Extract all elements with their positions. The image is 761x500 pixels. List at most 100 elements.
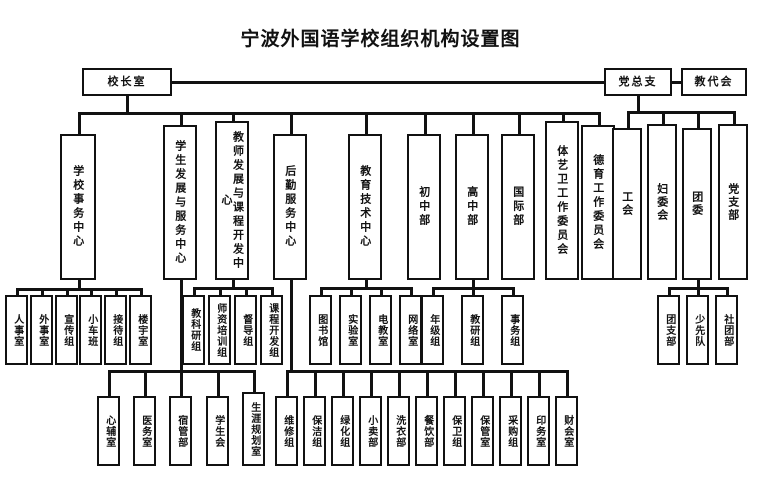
stub-dep-3: [512, 287, 515, 296]
node-party-union[interactable]: 工会: [612, 128, 642, 280]
node-teachers-congress[interactable]: 教代会: [681, 68, 747, 96]
node-shop-department[interactable]: 小卖部: [359, 396, 382, 466]
stub-sa-5: [115, 288, 118, 296]
stub-sa-2: [41, 288, 44, 296]
stub-et-3: [380, 287, 383, 296]
node-subject-research-group[interactable]: 教研组: [461, 295, 484, 365]
node-landscaping-group[interactable]: 绿化组: [331, 396, 354, 466]
stub-td-1: [193, 287, 196, 296]
drop-logistics: [290, 280, 293, 372]
node-printing-room[interactable]: 印务室: [527, 396, 550, 466]
stub-center-3: [232, 112, 235, 121]
node-medical-room[interactable]: 医务室: [133, 396, 156, 466]
drop-youth-league: [697, 280, 700, 289]
node-party-branch[interactable]: 党支部: [718, 124, 748, 280]
bus-teacher-dev: [193, 287, 271, 290]
page-title: 宁波外国语学校组织机构设置图: [240, 28, 521, 50]
node-laboratory[interactable]: 实验室: [339, 295, 362, 365]
stub-center-10: [598, 112, 601, 125]
stub-td-3: [245, 287, 248, 296]
stub-center-5: [365, 112, 368, 134]
drop-principal: [126, 95, 129, 113]
node-party-youth-league[interactable]: 团委: [682, 128, 712, 280]
node-party-committee[interactable]: 党总支: [604, 68, 672, 96]
node-reception-group[interactable]: 接待组: [104, 295, 127, 365]
node-storage-room[interactable]: 保管室: [471, 396, 494, 466]
node-av-room[interactable]: 电教室: [369, 295, 392, 365]
bus-party-children: [627, 111, 733, 114]
node-center-teacher-development[interactable]: 教师发展与课程开发中心: [215, 121, 249, 280]
node-hr-office[interactable]: 人事室: [5, 295, 28, 365]
node-procurement-group[interactable]: 采购组: [499, 396, 522, 466]
drop-school-affairs: [78, 280, 81, 290]
bus-edu-tech: [320, 287, 410, 290]
node-affairs-group[interactable]: 事务组: [501, 295, 524, 365]
node-dept-senior-high[interactable]: 高中部: [455, 134, 489, 280]
node-research-group[interactable]: 教科研组: [182, 295, 205, 365]
stub-party-2: [662, 111, 665, 124]
node-committee-sports-arts-health[interactable]: 体艺卫工作委员会: [545, 121, 579, 280]
node-principal-office[interactable]: 校长室: [82, 68, 172, 96]
drop-student-dev: [180, 280, 183, 372]
node-supervision-group[interactable]: 督导组: [234, 295, 257, 365]
node-finance-room[interactable]: 财会室: [555, 396, 578, 466]
stub-center-2: [180, 112, 183, 125]
node-network-room[interactable]: 网络室: [399, 295, 422, 365]
stub-sa-4: [90, 288, 93, 296]
stub-center-1: [78, 112, 81, 134]
stub-sd-4: [217, 370, 220, 397]
node-grade-group[interactable]: 年级组: [421, 295, 444, 365]
stub-lg-1: [286, 370, 289, 397]
stub-et-4: [410, 287, 413, 296]
node-student-union[interactable]: 学生会: [206, 396, 229, 466]
stub-sd-3: [180, 370, 183, 397]
drop-edu-tech: [365, 280, 368, 289]
node-building-office[interactable]: 楼宇室: [129, 295, 152, 365]
stub-et-1: [320, 287, 323, 296]
node-dorm-department[interactable]: 宿管部: [169, 396, 192, 466]
stub-td-2: [219, 287, 222, 296]
node-center-logistics[interactable]: 后勤服务中心: [273, 134, 307, 280]
stub-dep-1: [432, 287, 435, 296]
node-maintenance-group[interactable]: 维修组: [275, 396, 298, 466]
node-vehicle-team[interactable]: 小车班: [79, 295, 102, 365]
node-career-planning-room[interactable]: 生涯规划室: [242, 392, 265, 466]
node-club-department[interactable]: 社团部: [715, 295, 738, 365]
node-center-student-development[interactable]: 学生发展与服务中心: [163, 125, 197, 280]
stub-td-4: [271, 287, 274, 296]
bus-centers: [78, 112, 598, 115]
node-teacher-training-group[interactable]: 师资培训组: [208, 295, 231, 365]
stub-sd-1: [108, 370, 111, 397]
stub-lg-6: [426, 370, 429, 397]
node-laundry-department[interactable]: 洗衣部: [387, 396, 410, 466]
node-dept-international[interactable]: 国际部: [501, 134, 535, 280]
stub-sa-3: [66, 288, 69, 296]
node-foreign-affairs-office[interactable]: 外事室: [30, 295, 53, 365]
drop-teacher-dev: [232, 280, 235, 289]
node-cleaning-group[interactable]: 保洁组: [303, 396, 326, 466]
node-counseling-room[interactable]: 心辅室: [97, 396, 120, 466]
node-party-womens-committee[interactable]: 妇委会: [647, 124, 677, 280]
stub-center-7: [472, 112, 475, 134]
bus-school-affairs: [16, 288, 140, 291]
node-center-school-affairs[interactable]: 学校事务中心: [60, 134, 96, 280]
node-committee-moral-education[interactable]: 德育工作委员会: [581, 125, 615, 280]
stub-et-2: [350, 287, 353, 296]
node-library[interactable]: 图书馆: [309, 295, 332, 365]
node-publicity-group[interactable]: 宣传组: [55, 295, 78, 365]
stub-lg-11: [566, 370, 569, 397]
drop-departments: [472, 280, 475, 289]
node-security-group[interactable]: 保卫组: [443, 396, 466, 466]
node-young-pioneers[interactable]: 少先队: [686, 295, 709, 365]
node-catering-department[interactable]: 餐饮部: [415, 396, 438, 466]
stub-lg-9: [510, 370, 513, 397]
node-league-branch[interactable]: 团支部: [657, 295, 680, 365]
stub-dep-2: [472, 287, 475, 296]
node-center-edu-tech[interactable]: 教育技术中心: [348, 134, 382, 280]
stub-party-4: [733, 111, 736, 124]
node-curriculum-dev-group[interactable]: 课程开发组: [260, 295, 283, 365]
link-party-to-congress: [670, 81, 683, 84]
node-dept-junior-high[interactable]: 初中部: [407, 134, 441, 280]
stub-lg-3: [342, 370, 345, 397]
